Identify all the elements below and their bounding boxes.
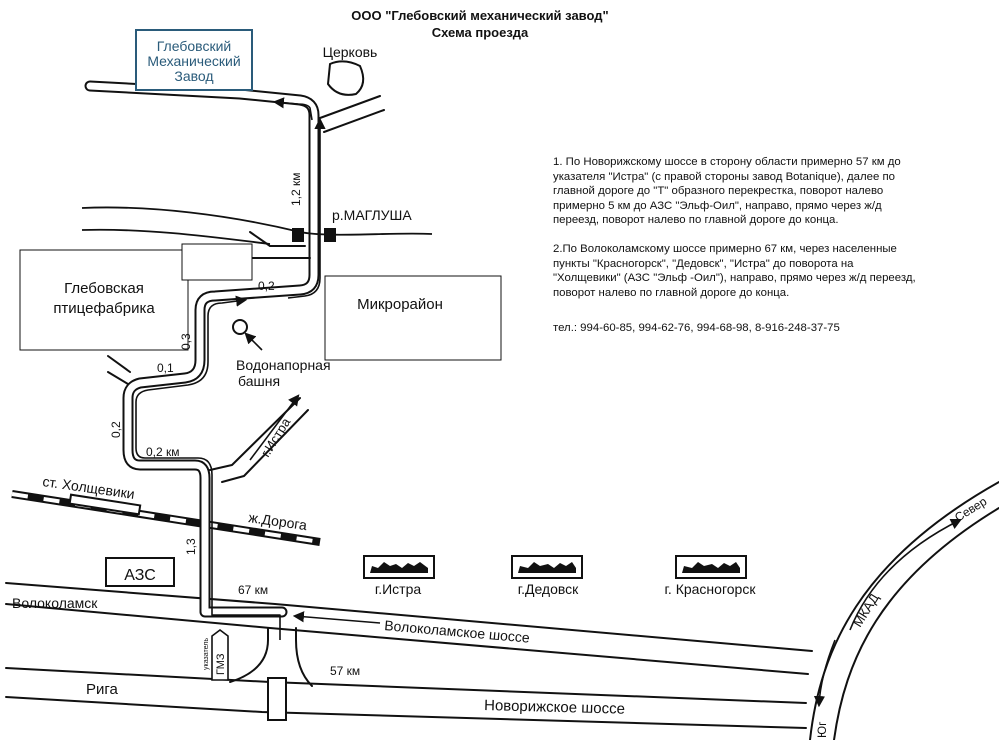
phones: тел.: 994-60-85, 994-62-76, 994-68-98, 8… bbox=[553, 321, 973, 336]
route2-line: "Холщевики" (АЗС "Эльф -Оил"), направо, … bbox=[553, 272, 916, 284]
company-title: ООО "Глебовский механический завод" bbox=[351, 8, 608, 23]
town-dedovsk-label: г.Дедовск bbox=[518, 581, 579, 597]
distance-1-3: 1,3 bbox=[184, 538, 198, 555]
mkad-north-arrow bbox=[849, 518, 963, 631]
distance-67km: 67 км bbox=[238, 583, 268, 597]
district-area bbox=[324, 275, 502, 361]
phone-numbers: тел.: 994-60-85, 994-62-76, 994-68-98, 8… bbox=[553, 322, 840, 334]
distance-0-2-top: 0,2 bbox=[258, 279, 275, 293]
plant-label-3: Завод bbox=[174, 68, 213, 84]
route1-line: 1. По Новорижскому шоссе в сторону облас… bbox=[553, 156, 901, 168]
town-krasnogorsk-label: г. Красногорск bbox=[665, 581, 757, 597]
volokolamsk-highway-label: Волоколамское шоссе bbox=[384, 617, 531, 646]
route2-line: поворот налево по главной дороге до конц… bbox=[553, 286, 790, 299]
route1-line: переезд, поворот налево по главной дорог… bbox=[553, 214, 839, 226]
riga-left-label: Рига bbox=[86, 681, 119, 698]
istra-direction-label: г.Истра bbox=[258, 415, 294, 460]
town-sign-dedovsk bbox=[511, 555, 583, 579]
station-platform bbox=[68, 493, 142, 516]
plant-box bbox=[135, 29, 253, 91]
river-road bbox=[249, 231, 311, 259]
route1-line: примерно 5 км до АЗС "Эльф-Оил", направо… bbox=[553, 199, 882, 212]
south-label: Юг bbox=[815, 721, 829, 738]
plant-label-1: Глебовский bbox=[157, 38, 231, 54]
route-arrow bbox=[135, 295, 281, 640]
route2-directions: 2.По Волоколамскому шоссе примерно 67 км… bbox=[553, 242, 973, 300]
gas-station-label: АЗС bbox=[124, 567, 156, 584]
poultry-label-2: птицефабрика bbox=[53, 300, 155, 317]
istra-road bbox=[209, 397, 309, 483]
plant-sign bbox=[211, 629, 229, 681]
distance-57km: 57 км bbox=[330, 664, 360, 678]
side-road-left bbox=[107, 355, 131, 385]
bridge bbox=[267, 677, 287, 721]
bridge-post-left bbox=[292, 228, 304, 242]
river-label: р.МАГЛУША bbox=[332, 207, 412, 223]
poultry-farm-area bbox=[19, 249, 189, 351]
mkad-south-arrow bbox=[813, 639, 836, 708]
route1-line: указателя "Истра" (с правой стороны заво… bbox=[553, 170, 895, 183]
church-shape bbox=[326, 60, 365, 96]
bridge-post-right bbox=[324, 228, 336, 242]
route2-line: пункты "Красногорск", "Дедовск", "Истра"… bbox=[553, 257, 854, 270]
distance-0-2-left: 0,2 bbox=[109, 421, 123, 438]
mkad-road bbox=[809, 481, 999, 740]
highway-connector bbox=[229, 627, 313, 687]
route2-line: 2.По Волоколамскому шоссе примерно 67 км… bbox=[553, 243, 897, 255]
town-sign-krasnogorsk bbox=[675, 555, 747, 579]
district-label: Микрорайон bbox=[357, 296, 443, 313]
small-block bbox=[181, 243, 253, 281]
novorizh-highway-road bbox=[5, 667, 807, 729]
gas-station-box bbox=[105, 557, 175, 587]
church-label: Церковь bbox=[323, 44, 378, 60]
sign-text: ГМЗ bbox=[215, 653, 227, 675]
map-subtitle: Схема проезда bbox=[432, 25, 529, 40]
route1-directions: 1. По Новорижскому шоссе в сторону облас… bbox=[553, 155, 973, 228]
sign-caption: указатель bbox=[203, 638, 210, 670]
poultry-label-1: Глебовская bbox=[64, 280, 144, 297]
tower-label-1: Водонапорная bbox=[236, 357, 331, 373]
railway-line bbox=[11, 490, 321, 546]
town-sign-istra bbox=[363, 555, 435, 579]
route1-line: главной дороге до "Т" образного перекрес… bbox=[553, 185, 884, 197]
novorizh-highway-label: Новорижское шоссе bbox=[484, 697, 625, 718]
tower-label-2: башня bbox=[238, 373, 280, 389]
water-tower-symbol bbox=[232, 319, 248, 335]
plant-label-2: Механический bbox=[147, 53, 240, 69]
distance-0-3: 0,3 bbox=[179, 333, 193, 350]
volokolamsk-highway-road bbox=[5, 582, 813, 675]
volokolamsk-left-label: Волоколамск bbox=[12, 595, 98, 611]
church-road bbox=[319, 95, 385, 133]
town-istra-label: г.Истра bbox=[375, 581, 422, 597]
distance-0-1: 0,1 bbox=[157, 361, 174, 375]
distance-1-2km: 1,2 км bbox=[289, 172, 303, 206]
distance-0-2km: 0,2 км bbox=[146, 445, 180, 459]
